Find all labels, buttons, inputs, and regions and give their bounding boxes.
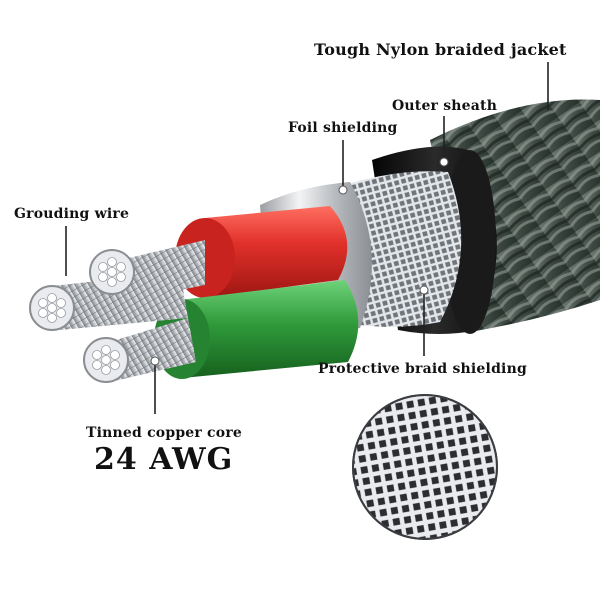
grounding-wire <box>52 272 188 330</box>
leader-lines <box>65 62 549 414</box>
label-braid-shielding: Protective braid shielding <box>318 361 527 377</box>
label-grounding-wire: Grouding wire <box>14 206 130 222</box>
strand-end-green <box>83 337 129 383</box>
label-nylon-jacket: Tough Nylon braided jacket <box>314 40 567 59</box>
label-tinned-copper-core: Tinned copper core <box>86 425 243 441</box>
leader-dots <box>150 157 449 366</box>
label-wire-gauge: 24 AWG <box>94 442 234 477</box>
strand-end-red <box>89 249 135 295</box>
label-outer-sheath: Outer sheath <box>392 98 498 114</box>
green-conductor <box>100 280 359 382</box>
label-foil-shielding: Foil shielding <box>288 120 398 136</box>
braid-shielding-shape <box>345 171 462 327</box>
strand-end-ground <box>29 285 75 331</box>
braid-zoom-inset <box>352 394 498 540</box>
